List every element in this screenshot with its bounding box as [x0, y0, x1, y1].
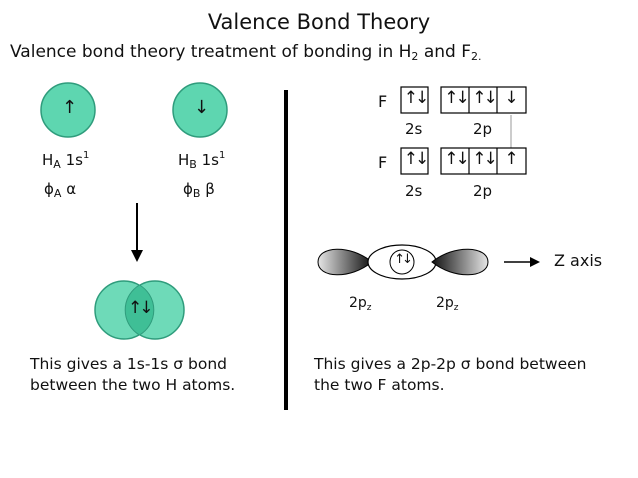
p-orbital-label-left: 2pz	[349, 295, 372, 313]
z-axis-label: Z axis	[554, 251, 603, 270]
f1-2p-label: 2p	[473, 120, 493, 138]
f-caption-line-2: the two F atoms.	[314, 376, 445, 394]
f2-symbol: F	[378, 153, 388, 172]
f2-2p-box-2: ↑↓	[472, 149, 498, 169]
center-divider	[284, 90, 288, 410]
h-a-label: HA 1s1	[42, 150, 90, 171]
p-orbital-label-right: 2pz	[436, 295, 459, 313]
z-axis-arrow	[504, 257, 540, 267]
f1-2p-box-1: ↑↓	[444, 88, 470, 108]
f2-2p-label: 2p	[473, 182, 493, 200]
h-bond-caption: This gives a 1s-1s σ bond between the tw…	[30, 354, 235, 396]
f1-boxes	[400, 86, 527, 114]
p-orbital-overlap	[317, 244, 489, 280]
f2-2p-box-3: ↑	[504, 149, 519, 169]
h-b-wavefunction: ϕB β	[183, 180, 215, 200]
f-caption-line-1: This gives a 2p-2p σ bond between	[314, 355, 587, 373]
f2-2s-box: ↑↓	[403, 149, 430, 169]
h-caption-line-2: between the two H atoms.	[30, 376, 236, 394]
f-bond-electron-pair: ↑↓	[394, 252, 413, 267]
f1-2p-box-2: ↑↓	[472, 88, 498, 108]
subtitle: Valence bond theory treatment of bonding…	[10, 42, 482, 63]
h-b-orbital	[172, 82, 228, 138]
f1-2s-box: ↑↓	[403, 88, 430, 108]
f2-2p-box-1: ↑↓	[444, 149, 470, 169]
h-overlap-region	[124, 284, 155, 336]
h-b-label: HB 1s1	[178, 150, 226, 171]
f2-boxes	[400, 147, 527, 175]
page-title: Valence Bond Theory	[207, 10, 431, 34]
h-b-spin-down: ↓	[194, 97, 210, 118]
h-a-orbital	[40, 82, 96, 138]
f1-2s-label: 2s	[405, 120, 423, 138]
f-bond-caption: This gives a 2p-2p σ bond between the tw…	[314, 354, 587, 396]
f2-2s-label: 2s	[405, 182, 423, 200]
h-bond-electron-pair: ↑↓	[128, 298, 153, 318]
f1-2p-box-3: ↓	[504, 88, 519, 108]
h-a-spin-up: ↑	[62, 97, 78, 118]
h-caption-line-1: This gives a 1s-1s σ bond	[30, 355, 228, 373]
f1-symbol: F	[378, 92, 388, 111]
h-a-wavefunction: ϕA α	[44, 180, 77, 200]
formation-arrow	[131, 203, 143, 262]
